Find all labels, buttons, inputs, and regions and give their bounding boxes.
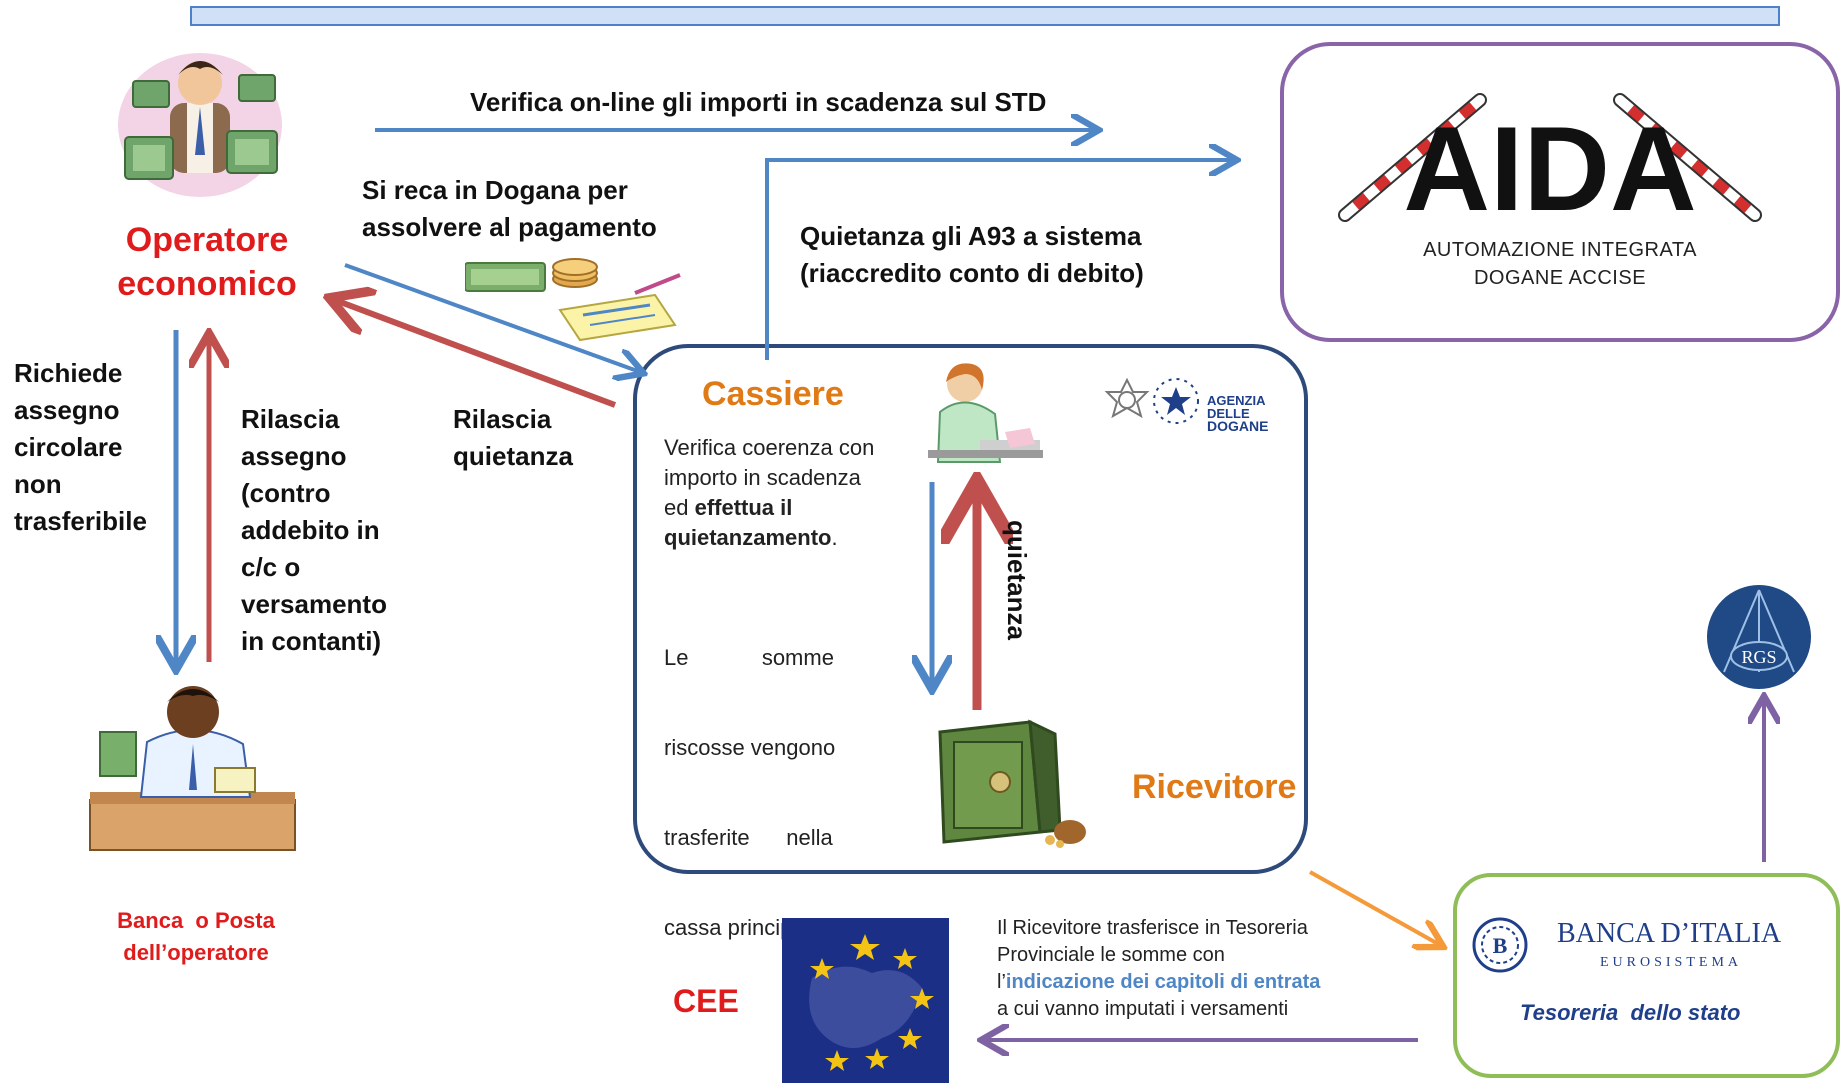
label-rilascia-assegno-line: in contanti): [241, 626, 382, 656]
label-richiede-line: circolare: [14, 432, 123, 462]
cassiere-transfer-note: Le somme riscosse vengono trasferite nel…: [664, 583, 835, 973]
tesoreria-note-line: a cui vanno imputati i versamenti: [997, 998, 1289, 1020]
operatore-title-line1: Operatore: [125, 221, 289, 259]
arrow-rilascia-quietanza: [335, 300, 617, 408]
label-rilascia-assegno-line: versamento: [241, 589, 387, 619]
cassiere-title: Cassiere: [702, 375, 844, 413]
operatore-title: Operatore economico: [112, 218, 302, 306]
banca-italia-sub: EUROSISTEMA: [1600, 955, 1743, 970]
label-richiede-line: Richiede: [14, 358, 123, 388]
banca-italia-box: [1453, 873, 1840, 1078]
bank-clerk-icon: [89, 686, 296, 851]
label-richiede-line: non: [14, 469, 62, 499]
label-richiede-line: trasferibile: [14, 506, 147, 536]
banca-operatore-label: Banca o Posta dell’operatore: [96, 905, 296, 969]
operatore-title-line2: economico: [117, 265, 297, 303]
tesoreria-note: Il Ricevitore trasferisce in Tesoreria P…: [997, 915, 1320, 1023]
tesoreria-note-highlight: indicazione dei capitoli di entrata: [1005, 971, 1321, 993]
aida-logo-letters: AIDA: [1403, 102, 1696, 235]
cassiere-desc-suffix: .: [831, 525, 838, 550]
tesoreria-note-line: l’indicazione dei capitoli di entrata: [997, 969, 1320, 996]
cassiere-transfer-line: riscosse vengono: [664, 735, 836, 760]
label-quietanza-a93-line1: Quietanza gli A93 a sistema: [800, 221, 1142, 251]
agenzia-stars-icon: [1153, 378, 1199, 424]
payment-money-icon: [465, 258, 681, 342]
cassiere-description: Verifica coerenza con importo in scadenz…: [664, 433, 874, 553]
cassiere-desc-prefix: ed: [664, 495, 695, 520]
rgs-logo: RGS: [1707, 585, 1811, 689]
svg-text:B: B: [1493, 933, 1508, 958]
label-richiede: Richiede assegno circolare non trasferib…: [14, 355, 147, 540]
label-rilascia-quietanza: Rilascia quietanza: [453, 401, 573, 475]
top-banner-bar: [190, 6, 1780, 26]
label-richiede-line: assegno: [14, 395, 120, 425]
banca-operatore-line1: Banca o Posta: [117, 908, 275, 933]
arrow-si-reca: [344, 263, 640, 372]
cassiere-desc-bold: quietanzamento: [664, 525, 832, 550]
aida-caption-line1: AUTOMAZIONE INTEGRATA: [1423, 239, 1697, 261]
label-si-reca: Si reca in Dogana per assolvere al pagam…: [362, 172, 657, 246]
arrow-trasferimento: [1309, 870, 1440, 945]
aida-caption: AUTOMAZIONE INTEGRATA DOGANE ACCISE: [1290, 236, 1830, 292]
agenzia-logo-text: AGENZIA DELLE DOGANE: [1207, 394, 1268, 433]
banca-operatore-line2: dell’operatore: [123, 940, 269, 965]
agenzia-line1: AGENZIA: [1207, 393, 1266, 408]
label-si-reca-line2: assolvere al pagamento: [362, 212, 657, 242]
label-rilascia-quietanza-line2: quietanza: [453, 441, 573, 471]
aida-caption-line2: DOGANE ACCISE: [1473, 267, 1647, 289]
label-verifica: Verifica on-line gli importi in scadenza…: [470, 87, 1047, 117]
eu-map-flag-icon: [782, 918, 949, 1083]
cassiere-transfer-line: Le somme: [664, 645, 834, 670]
tesoreria-note-line: Provinciale le somme con: [997, 944, 1225, 966]
tesoreria-note-line: Il Ricevitore trasferisce in Tesoreria: [997, 917, 1308, 939]
arrow-quietanza-a93: [765, 160, 1233, 360]
cee-label: CEE: [673, 983, 739, 1019]
banca-italia-name: BANCA D’ITALIA: [1557, 918, 1782, 949]
cassiere-desc-line: Verifica coerenza con: [664, 435, 875, 460]
label-rilascia-assegno-line: (contro: [241, 478, 331, 508]
businessman-money-icon: [118, 53, 282, 197]
label-rilascia-assegno-line: c/c o: [241, 552, 301, 582]
cassiere-desc-bold: effettua il: [694, 495, 793, 520]
cassiere-desc-line: ed effettua il: [664, 493, 874, 523]
italian-emblem-icon: [1104, 377, 1150, 419]
cashier-woman-icon: [928, 363, 1043, 463]
aida-logo: AIDA: [1338, 93, 1762, 235]
label-si-reca-line1: Si reca in Dogana per: [362, 175, 628, 205]
cassiere-desc-line: quietanzamento.: [664, 523, 874, 553]
label-quietanza-a93: Quietanza gli A93 a sistema (riaccredito…: [800, 218, 1144, 292]
label-quietanza-a93-line2: (riaccredito conto di debito): [800, 258, 1144, 288]
agenzia-line3: DOGANE: [1207, 418, 1269, 434]
label-quietanza-vertical: quietanza: [1002, 520, 1032, 640]
cassiere-desc-line: importo in scadenza: [664, 465, 861, 490]
ricevitore-title: Ricevitore: [1132, 768, 1297, 806]
label-rilascia-assegno-line: addebito in: [241, 515, 380, 545]
banca-italia-caption: Tesoreria dello stato: [1520, 1000, 1741, 1025]
agenzia-line2: DELLE: [1207, 406, 1250, 421]
label-quietanza-vertical-wrap: quietanza: [1002, 520, 1052, 650]
banca-italia-emblem-icon: B: [1472, 917, 1528, 973]
label-rilascia-assegno: Rilascia assegno (contro addebito in c/c…: [241, 401, 387, 660]
rgs-logo-text: RGS: [1741, 647, 1776, 667]
cassiere-transfer-line: trasferite nella: [664, 825, 833, 850]
safe-icon: [938, 719, 1086, 848]
tesoreria-note-prefix: l’: [997, 971, 1006, 993]
label-rilascia-assegno-line: Rilascia: [241, 404, 340, 434]
label-rilascia-assegno-line: assegno: [241, 441, 347, 471]
label-rilascia-quietanza-line1: Rilascia: [453, 404, 552, 434]
